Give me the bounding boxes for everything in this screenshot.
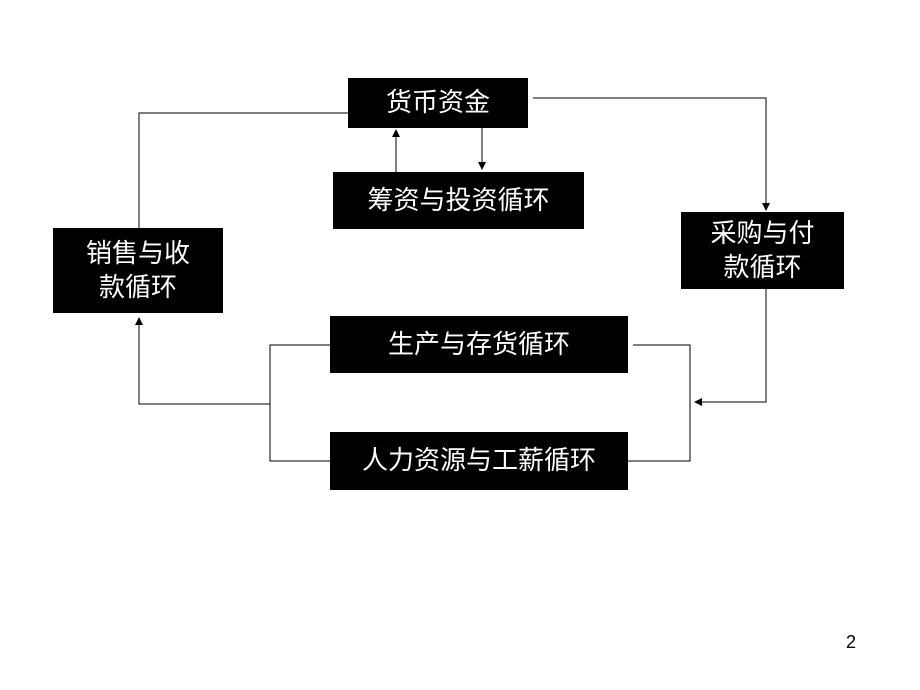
node-cash: 货币资金 [348, 78, 528, 128]
page-number: 2 [846, 632, 857, 652]
arrow-purchase-to-junction [694, 289, 767, 406]
node-hr-payroll: 人力资源与工薪循环 [330, 432, 628, 490]
node-cash-label: 货币资金 [385, 88, 490, 118]
line-sales-to-cash [138, 112, 348, 228]
node-financing-investment-label: 筹资与投资循环 [367, 185, 550, 216]
line-right-bracket-hr [627, 402, 691, 462]
node-purchase-payment: 采购与付 款循环 [681, 212, 844, 289]
node-sales-collection: 销售与收 款循环 [53, 228, 223, 313]
arrow-to-sales [135, 317, 270, 405]
line-right-bracket-production [633, 344, 691, 402]
line-left-bracket [269, 344, 330, 462]
node-purchase-payment-label: 采购与付 款循环 [710, 218, 815, 283]
arrow-cash-to-purchase [533, 97, 770, 211]
node-hr-payroll-label: 人力资源与工薪循环 [361, 446, 596, 476]
node-financing-investment: 筹资与投资循环 [333, 172, 584, 229]
node-sales-collection-label: 销售与收 款循环 [85, 238, 190, 303]
node-production-inventory: 生产与存货循环 [330, 316, 628, 373]
node-production-inventory-label: 生产与存货循环 [387, 329, 570, 360]
